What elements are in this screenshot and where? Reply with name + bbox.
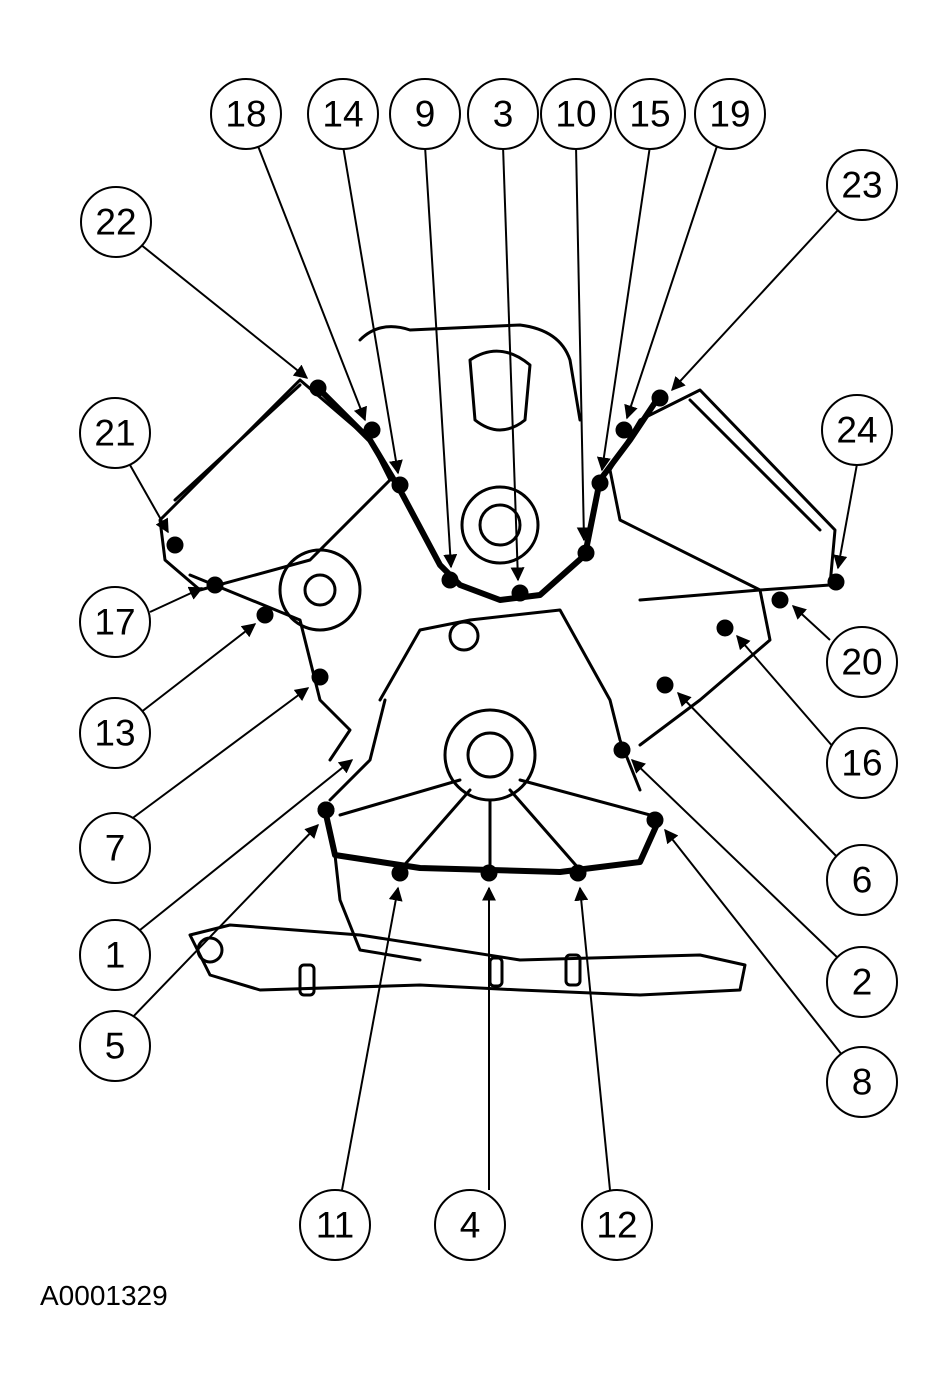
callout-18: 18 (225, 94, 266, 135)
callout-13: 13 (94, 713, 135, 754)
leader-14 (342, 145, 403, 475)
callout-6: 6 (852, 860, 873, 901)
bolt-3 (511, 584, 529, 602)
leader-19 (624, 145, 718, 420)
callout-24: 24 (836, 410, 877, 451)
bolt-11 (391, 864, 409, 882)
bolt-6 (656, 676, 674, 694)
bolt-12 (569, 864, 587, 882)
bolt-5 (317, 801, 335, 819)
callout-7: 7 (105, 828, 126, 869)
callout-17: 17 (94, 602, 135, 643)
callout-4: 4 (460, 1205, 481, 1246)
bolt-18 (363, 421, 381, 439)
bolt-22 (309, 379, 327, 397)
leader-13 (139, 623, 257, 714)
leader-21 (129, 464, 169, 534)
bolt-21 (166, 536, 184, 554)
bolt-2 (613, 741, 631, 759)
leader-6 (677, 691, 841, 861)
bolt-17 (206, 576, 224, 594)
leader-5 (127, 823, 319, 1023)
leader-23 (671, 209, 839, 392)
callout-15: 15 (629, 94, 670, 135)
callout-14: 14 (322, 94, 363, 135)
bolt-10 (577, 544, 595, 562)
bolt-heads (166, 379, 845, 882)
callout-23: 23 (841, 165, 882, 206)
callout-11: 11 (316, 1205, 354, 1246)
bolt-19 (615, 421, 633, 439)
bolt-7 (311, 668, 329, 686)
leader-24 (833, 463, 858, 570)
engine-outline (158, 323, 837, 997)
figure-reference-code: A0001329 (40, 1280, 168, 1311)
callout-3: 3 (493, 94, 514, 135)
callout-1: 1 (105, 935, 126, 976)
leader-8 (664, 828, 847, 1061)
leader-15 (596, 145, 651, 472)
callout-22: 22 (95, 202, 136, 243)
callout-5: 5 (105, 1026, 126, 1067)
callout-20: 20 (841, 642, 882, 683)
bolt-8 (646, 811, 664, 829)
callout-10: 10 (555, 94, 596, 135)
leader-3 (502, 145, 525, 582)
leader-10 (575, 145, 591, 542)
bolt-16 (716, 619, 734, 637)
callout-2: 2 (852, 962, 873, 1003)
leader-12 (574, 886, 611, 1191)
bolt-13 (256, 606, 274, 624)
bolt-14 (391, 476, 409, 494)
leader-20 (791, 605, 831, 641)
callout-12: 12 (596, 1205, 637, 1246)
leader-22 (139, 243, 309, 379)
bolt-20 (771, 591, 789, 609)
leader-16 (736, 634, 835, 749)
bolt-24 (827, 573, 845, 591)
leader-2 (630, 759, 841, 961)
callout-labels: 18 14 9 3 10 15 19 22 23 21 24 17 20 13 … (94, 94, 882, 1246)
callout-9: 9 (415, 94, 436, 135)
leader-1 (139, 759, 354, 931)
callout-19: 19 (709, 94, 750, 135)
callout-circles (79, 78, 898, 1261)
callout-21: 21 (94, 413, 135, 454)
leader-lines (127, 145, 858, 1191)
bolt-23 (651, 389, 669, 407)
leader-17 (149, 586, 204, 613)
leader-18 (257, 145, 367, 422)
callout-8: 8 (852, 1062, 873, 1103)
leader-11 (341, 886, 403, 1191)
leader-7 (129, 687, 310, 821)
bolt-4 (480, 864, 498, 882)
bolt-15 (591, 474, 609, 492)
leader-9 (424, 145, 458, 569)
callout-16: 16 (841, 743, 882, 784)
bolt-9 (441, 571, 459, 589)
